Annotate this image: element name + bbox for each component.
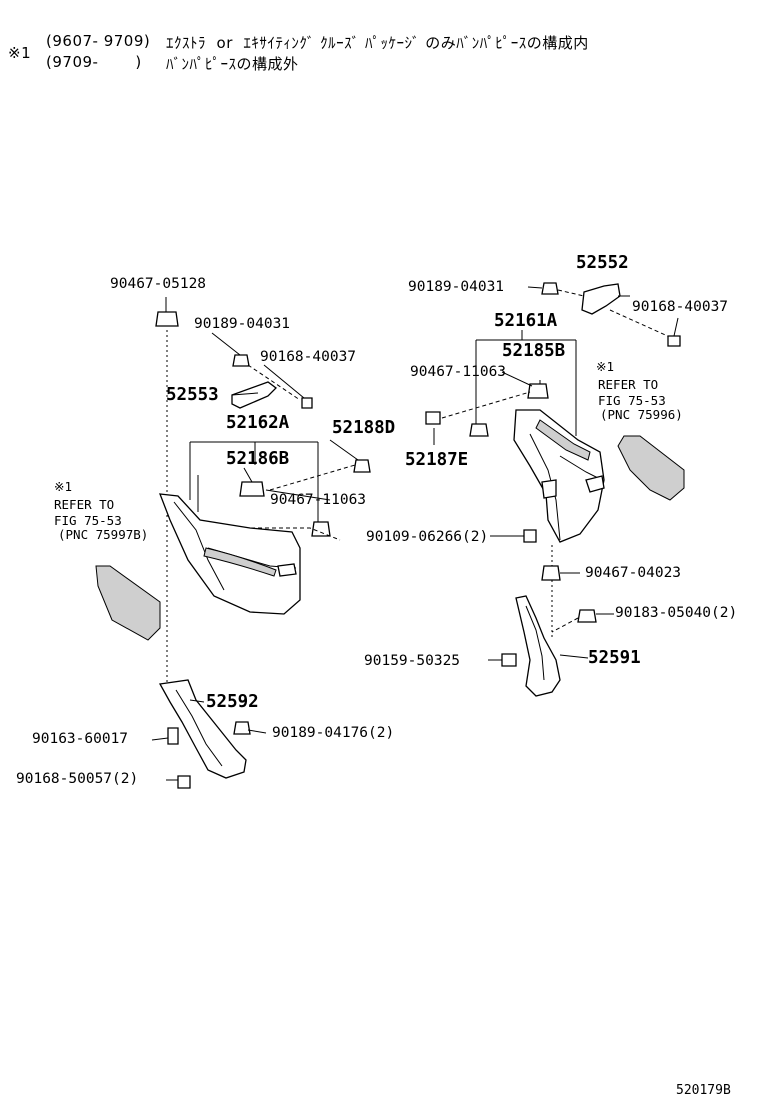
left-ref-line1: REFER TO (54, 497, 115, 512)
left-screw-90168-50057 (177, 775, 191, 789)
left-mudguard-52592 (158, 679, 247, 779)
left-clip-90467-05128 (155, 311, 179, 327)
label-90168-40037-right: 90168-40037 (632, 299, 729, 315)
label-90189-04176: 90189-04176(2) (272, 725, 395, 741)
label-52186B: 52186B (226, 449, 290, 469)
right-retainer-52187E (425, 411, 441, 425)
left-ref-line2: FIG 75-53 (54, 513, 122, 528)
right-ref-line1: REFER TO (598, 377, 659, 392)
right-ref-line3: (PNC 75996) (600, 407, 683, 422)
label-90163-60017: 90163-60017 (32, 731, 129, 747)
note-line1-text: ｴｸｽﾄﾗ or ｴｷｻｲﾃｨﾝｸﾞ ｸﾙｰｽﾞ ﾊﾟｯｹｰｼﾞ のみﾊﾞﾝﾊﾟ… (166, 34, 589, 52)
illustration-code: 520179B (676, 1083, 731, 1098)
label-90467-05128: 90467-05128 (110, 276, 207, 292)
label-52188D: 52188D (332, 418, 396, 438)
right-ref-mark: ※1 (596, 359, 614, 374)
label-90189-04031-left: 90189-04031 (194, 316, 291, 332)
label-52161A: 52161A (494, 311, 558, 331)
label-90109-06266: 90109-06266(2) (366, 529, 489, 545)
label-52553: 52553 (166, 385, 219, 405)
left-ref-mark: ※1 (54, 479, 72, 494)
left-screw-90168-40037 (301, 397, 313, 409)
right-bumper-extension-52161A (513, 409, 605, 543)
left-ref-panel (95, 565, 161, 641)
left-ref-line3: (PNC 75997B) (58, 527, 149, 542)
note-marker: ※1 (8, 44, 32, 62)
label-90467-11063-left: 90467-11063 (270, 492, 367, 508)
right-mudguard-52591 (515, 595, 561, 697)
note-line1-code: (9607- 9709) (46, 32, 151, 50)
note-line2-code: (9709- ) (46, 53, 142, 71)
label-90168-50057: 90168-50057(2) (16, 771, 139, 787)
right-nut-90183-05040 (577, 609, 597, 623)
label-52592: 52592 (206, 692, 259, 712)
label-90159-50325: 90159-50325 (364, 653, 461, 669)
left-bracket-52553 (231, 381, 277, 409)
label-90467-11063-right: 90467-11063 (410, 364, 507, 380)
left-clip-90467-11063 (311, 521, 331, 537)
right-screw-90159-50325 (501, 653, 517, 667)
label-90168-40037-left: 90168-40037 (260, 349, 357, 365)
note-line2-text: ﾊﾞﾝﾊﾟﾋﾟｰｽの構成外 (166, 55, 299, 73)
label-90189-04031-right: 90189-04031 (408, 279, 505, 295)
left-bolt-90163-60017 (167, 727, 179, 745)
label-52552: 52552 (576, 253, 629, 273)
label-52187E: 52187E (405, 450, 469, 470)
right-clip-90467-11063 (527, 383, 549, 399)
right-ref-line2: FIG 75-53 (598, 393, 666, 408)
label-52162A: 52162A (226, 413, 290, 433)
left-nut-90189-04031 (232, 354, 250, 367)
right-clip-90467-04023 (541, 565, 561, 581)
label-90183-05040: 90183-05040(2) (615, 605, 738, 621)
right-nut-90189-04031 (541, 282, 559, 295)
right-ref-panel (617, 435, 685, 501)
left-retainer-52188D (353, 459, 371, 473)
label-52185B: 52185B (502, 341, 566, 361)
right-screw-90109-06266 (523, 529, 537, 543)
right-screw-90168-40037 (667, 335, 681, 347)
label-52591: 52591 (588, 648, 641, 668)
label-90467-04023: 90467-04023 (585, 565, 682, 581)
left-nut-90189-04176 (233, 721, 251, 735)
left-retainer-52186B (239, 481, 265, 497)
right-bracket-52552 (581, 283, 621, 315)
